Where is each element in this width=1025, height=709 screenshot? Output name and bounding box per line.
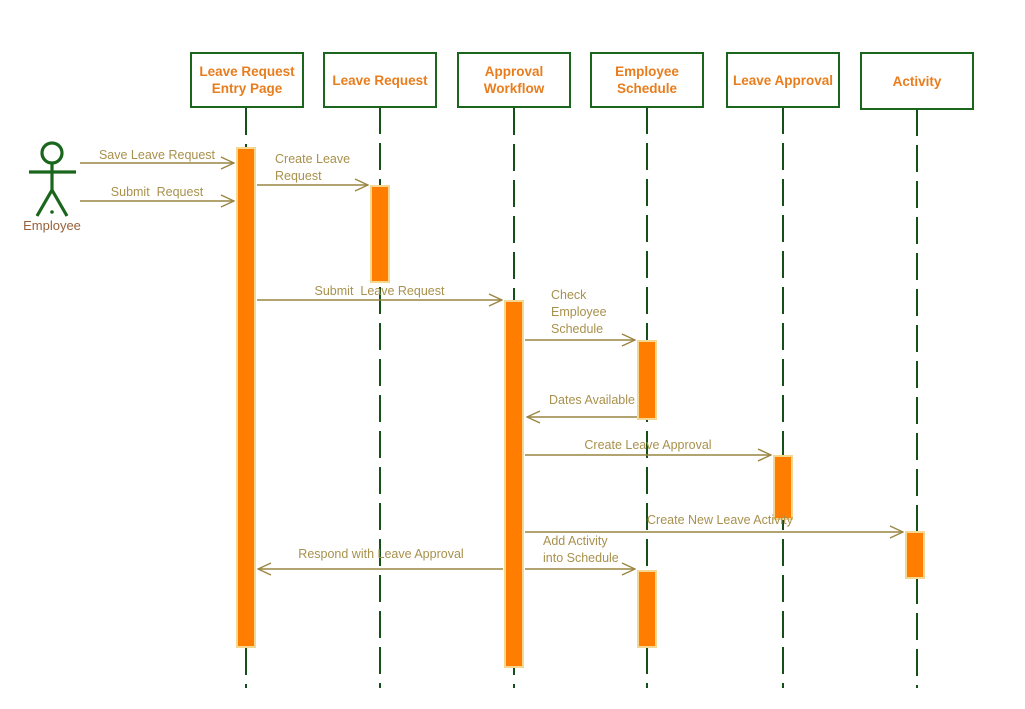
activation-leave-request[interactable] xyxy=(370,185,390,283)
actor-dot xyxy=(50,210,54,214)
message-label-respond-with-leave-approval[interactable]: Respond with Leave Approval xyxy=(298,547,464,561)
lifeline-head-leave-approval[interactable]: Leave Approval xyxy=(726,52,840,108)
message-label-create-leave-approval[interactable]: Create Leave Approval xyxy=(584,438,712,452)
lifeline-head-label: Leave Request xyxy=(332,72,428,88)
actor-head xyxy=(40,141,64,165)
lifeline-head-label: Approval Workflow xyxy=(483,64,545,96)
actor-figure[interactable] xyxy=(29,141,76,217)
activation-employee-schedule-2[interactable] xyxy=(637,570,657,648)
message-label-check-employee-schedule[interactable]: Check Employee Schedule xyxy=(551,288,607,336)
lifeline-head-label: Leave Request Entry Page xyxy=(199,64,295,96)
message-label-create-new-leave-activity[interactable]: Create New Leave Activity xyxy=(647,513,793,527)
message-label-add-activity-into-schedule[interactable]: Add Activity into Schedule xyxy=(543,534,619,565)
actor-right-leg xyxy=(50,189,69,217)
lifeline-head-label: Employee Schedule xyxy=(615,64,679,96)
activation-leave-approval[interactable] xyxy=(773,455,793,520)
lifeline-head-employee-schedule[interactable]: Employee Schedule xyxy=(590,52,704,108)
activation-approval-workflow[interactable] xyxy=(504,300,524,668)
lifeline-head-activity[interactable]: Activity xyxy=(860,52,974,110)
message-label-create-leave-request[interactable]: Create Leave Request xyxy=(275,152,351,183)
message-label-submit-leave-request[interactable]: Submit Leave Request xyxy=(314,284,445,298)
activation-leave-request-entry-page[interactable] xyxy=(236,147,256,648)
message-label-dates-available[interactable]: Dates Available xyxy=(549,393,635,407)
lifeline-head-leave-request[interactable]: Leave Request xyxy=(323,52,437,108)
lifeline-head-label: Activity xyxy=(892,73,942,89)
lifeline-head-label: Leave Approval xyxy=(732,72,834,88)
actor-label: Employee xyxy=(23,218,81,233)
actor-left-leg xyxy=(35,189,54,217)
lifeline-head-approval-workflow[interactable]: Approval Workflow xyxy=(457,52,571,108)
message-label-save-leave-request[interactable]: Save Leave Request xyxy=(98,148,216,162)
lifeline-head-leave-request-entry-page[interactable]: Leave Request Entry Page xyxy=(190,52,304,108)
message-label-submit-request[interactable]: Submit Request xyxy=(110,185,204,199)
activation-activity[interactable] xyxy=(905,531,925,579)
